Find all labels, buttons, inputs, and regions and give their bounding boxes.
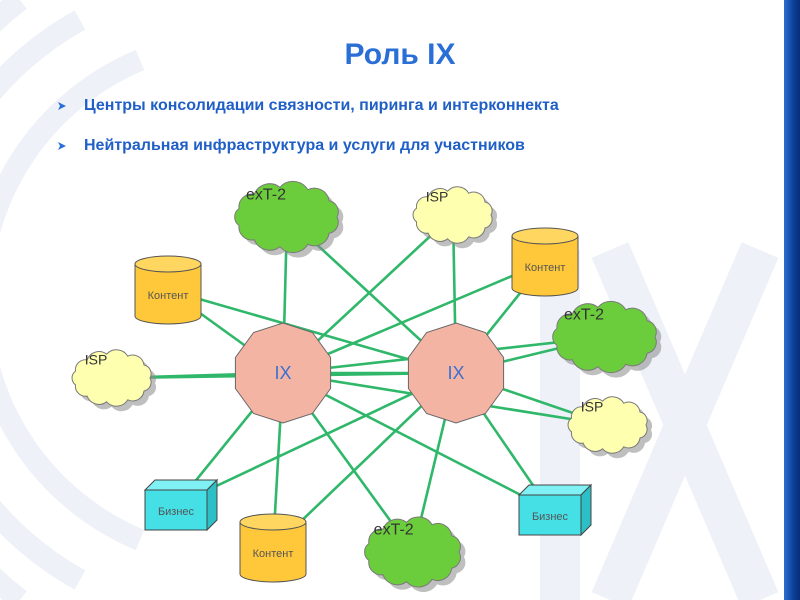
link-line (282, 371, 551, 512)
cylinder-top (134, 255, 202, 273)
cylinder-icon (134, 263, 202, 325)
business-box-node: Бизнес (517, 483, 593, 537)
node-label: Контент (148, 290, 189, 302)
yellow-cloud-node: ISP (412, 186, 498, 249)
node-label: ISP (85, 351, 108, 367)
cloud-icon (552, 300, 657, 374)
bullet-text: Центры консолидации связности, пиринга и… (84, 97, 559, 114)
box-icon (518, 494, 582, 536)
ix-hub-node: IX (234, 322, 332, 424)
content-cylinder-node: Контент (239, 513, 307, 583)
green-cloud-node: exT-2 (552, 300, 662, 378)
node-label: IX (447, 363, 464, 383)
cloud-icon (364, 516, 461, 588)
yellow-cloud-node: ISP (71, 349, 157, 412)
cylinder-top (239, 513, 307, 531)
bullet-item: Нейтральная инфраструктура и услуги для … (56, 136, 559, 156)
cylinder-icon (511, 235, 579, 297)
right-edge-bar (784, 0, 800, 600)
cylinder-top (511, 227, 579, 245)
box-top (517, 484, 593, 496)
node-label: ISP (581, 398, 604, 414)
node-label: IX (274, 363, 291, 383)
box-icon (144, 489, 208, 531)
cloud-icon (71, 349, 152, 407)
node-label: Бизнес (532, 511, 569, 523)
cloud-icon (412, 186, 493, 244)
business-box-node: Бизнес (143, 478, 219, 532)
bullet-arrow-icon (58, 102, 66, 110)
cloud-icon (567, 396, 648, 454)
decagon-icon (407, 322, 505, 424)
cloud-icon (234, 180, 339, 254)
bullet-arrow-icon (58, 142, 66, 150)
content-cylinder-node: Контент (134, 255, 202, 325)
page-title: Роль IX (344, 38, 456, 71)
node-label: exT-2 (374, 522, 414, 539)
node-label: Контент (253, 548, 294, 560)
green-cloud-node: exT-2 (364, 516, 466, 593)
content-cylinder-node: Контент (511, 227, 579, 297)
bullet-item: Центры консолидации связности, пиринга и… (56, 96, 559, 116)
decagon-icon (234, 322, 332, 424)
node-label: Контент (525, 262, 566, 274)
ix-hub-node: IX (407, 322, 505, 424)
bullet-list: Центры консолидации связности, пиринга и… (56, 96, 559, 176)
link-line (175, 371, 457, 507)
node-label: Бизнес (158, 506, 195, 518)
green-cloud-node: exT-2 (234, 180, 344, 258)
yellow-cloud-node: ISP (567, 396, 653, 459)
box-top (143, 479, 219, 491)
bullet-text: Нейтральная инфраструктура и услуги для … (84, 137, 525, 154)
cylinder-icon (239, 521, 307, 583)
node-label: exT-2 (246, 187, 286, 204)
node-label: ISP (426, 188, 449, 204)
node-label: exT-2 (564, 307, 604, 324)
